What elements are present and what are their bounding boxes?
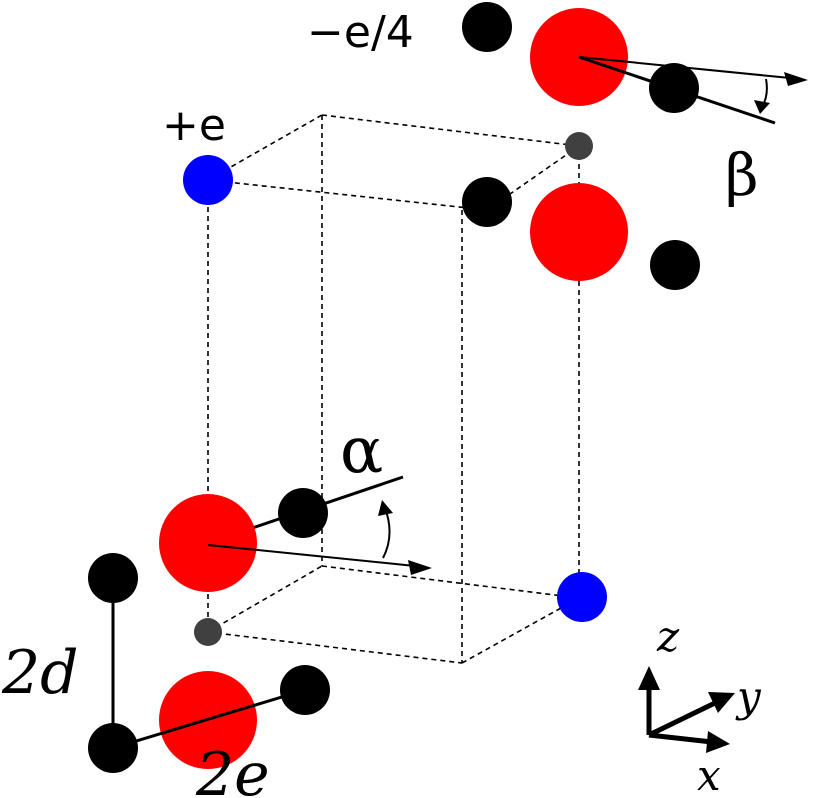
black-atom (278, 488, 328, 538)
bond-2e-line (112, 688, 306, 750)
cell-edge (321, 565, 580, 599)
alpha-label: α (340, 414, 383, 488)
cell-edge (207, 179, 488, 211)
red-atom (159, 494, 257, 592)
bond-2d-label: 2d (1, 638, 79, 708)
gray-atom (194, 618, 222, 646)
arrowhead (784, 72, 808, 86)
cell-edge (207, 565, 323, 633)
alpha-angle-arc (382, 507, 391, 559)
x-arrowhead (706, 731, 730, 753)
cell-edge (207, 631, 463, 664)
y-arrowhead (708, 692, 735, 713)
reference-direction (578, 56, 791, 79)
black-atom (649, 63, 699, 113)
bond-2e-label: 2e (195, 740, 270, 798)
cell-edge (321, 114, 580, 147)
charge-minus-label: −e/4 (307, 7, 414, 58)
reference-direction (207, 544, 416, 567)
cell-edge (461, 597, 580, 664)
blue-atom (557, 572, 607, 622)
arrowhead (754, 100, 770, 114)
coordinate-axes: z y x (638, 612, 762, 798)
gray-atom (565, 132, 593, 160)
black-atom (650, 240, 700, 290)
z-arrowhead (638, 666, 660, 690)
x-axis-label: x (697, 751, 721, 798)
lower-molecule (159, 475, 432, 592)
dimer-molecule (88, 553, 330, 773)
x-axis-line (648, 732, 713, 745)
top-molecule (530, 8, 808, 125)
black-atom (88, 553, 138, 603)
arrowhead (408, 560, 432, 575)
y-axis-label: y (735, 672, 762, 721)
black-atom (280, 665, 330, 715)
z-axis-label: z (656, 612, 680, 661)
arrowhead (378, 500, 393, 516)
y-axis-line (647, 699, 719, 738)
blue-atom (183, 155, 233, 205)
red-atom (530, 183, 628, 281)
black-atom (462, 2, 512, 52)
black-atom (462, 177, 512, 227)
beta-label: β (725, 141, 759, 209)
charge-plus-label: +e (162, 100, 226, 151)
unit-cell-edges (207, 114, 580, 664)
